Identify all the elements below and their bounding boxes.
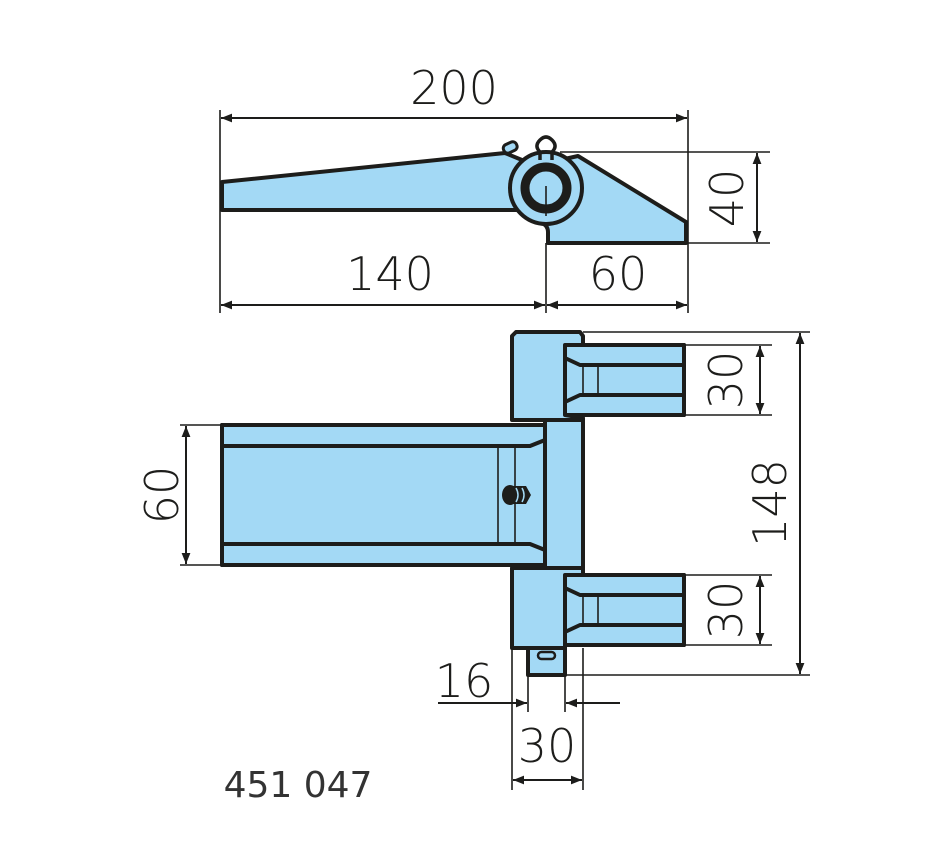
lower-leaf <box>563 573 686 647</box>
dim-40: 40 <box>700 169 754 228</box>
dim-200: 200 <box>410 61 498 115</box>
dim-148: 148 <box>743 459 797 547</box>
dim-30-bottom: 30 <box>518 719 577 773</box>
upper-leaf <box>563 343 686 417</box>
dim-60-top: 60 <box>589 247 648 301</box>
dim-140: 140 <box>346 247 434 301</box>
dim-60-front: 60 <box>135 466 189 525</box>
left-leaf <box>220 423 547 567</box>
top-view: 200 140 60 40 <box>219 61 770 313</box>
split-pin-icon <box>535 135 557 160</box>
bolt-icon <box>502 485 531 505</box>
part-number: 451 047 <box>224 765 373 806</box>
long-leaf-side <box>220 151 524 212</box>
dim-30-lower: 30 <box>699 581 753 640</box>
front-view: 60 30 30 148 16 30 <box>135 330 810 790</box>
dim-30-upper: 30 <box>699 351 753 410</box>
dim-16: 16 <box>435 654 494 708</box>
pin-hole-icon <box>536 650 557 661</box>
set-screw-icon <box>501 140 519 155</box>
middle-knuckle <box>543 418 585 570</box>
